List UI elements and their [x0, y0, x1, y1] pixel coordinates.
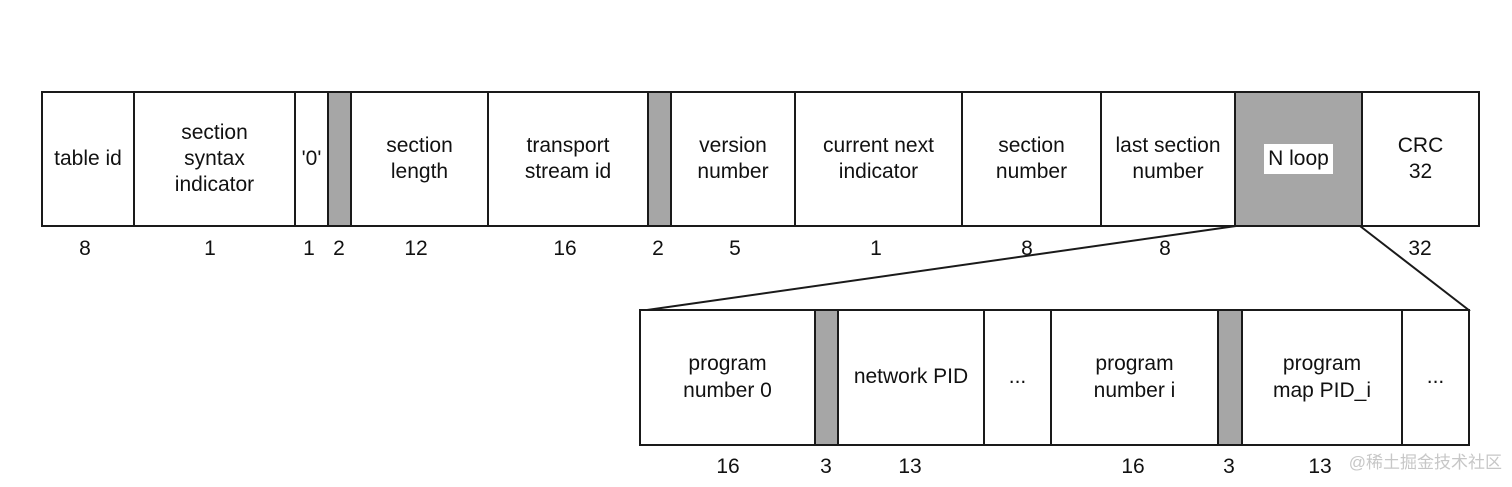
top-crc-32-label: CRC 32 [1397, 133, 1444, 183]
connector-left-line [639, 225, 1237, 312]
top-0-bit-count: 1 [303, 237, 315, 260]
top-section-length-label: section length [386, 133, 453, 183]
loop-program-number-i: program number i [1050, 309, 1219, 446]
top-table-id-bit-count: 8 [79, 237, 91, 260]
loop-reserved-field [1217, 309, 1243, 446]
loop-program-number-i-label: program number i [1093, 352, 1176, 402]
top-crc-32-bit-count: 32 [1408, 237, 1432, 260]
top-0-label: '0' [301, 146, 322, 170]
top-transport-stream-id-label: transport stream id [524, 133, 612, 183]
loop-program-number-0: program number 0 [639, 309, 816, 446]
top-current-next-indicator: current next indicator [794, 91, 963, 227]
loop-field-7-label: ... [1426, 365, 1445, 389]
top-section-number-label: section number [995, 133, 1068, 183]
top-last-section-number: last section number [1100, 91, 1236, 227]
connector-right-line [1359, 225, 1471, 312]
watermark-text: @稀土掘金技术社区 [1348, 453, 1502, 472]
top-reserved-field-bit-count: 2 [652, 237, 664, 260]
top-table-id-label: table id [54, 146, 122, 170]
top-reserved-field [327, 91, 352, 227]
top-transport-stream-id-bit-count: 16 [553, 237, 577, 260]
top-transport-stream-id: transport stream id [487, 91, 649, 227]
loop-program-map-pid-i-label: program map PID_i [1272, 352, 1372, 402]
top-section-number-bit-count: 8 [1021, 237, 1033, 260]
top-version-number: version number [670, 91, 796, 227]
loop-program-number-i-bit-count: 16 [1121, 455, 1145, 478]
top-crc-32: CRC 32 [1361, 91, 1480, 227]
top-section-syntax-indicator-bit-count: 1 [204, 237, 216, 260]
top-n-loop: N loop [1234, 91, 1363, 227]
loop-field-3: ... [983, 309, 1052, 446]
loop-reserved-field-bit-count: 3 [1223, 455, 1235, 478]
top-reserved-field [647, 91, 672, 227]
loop-field-3-label: ... [1008, 365, 1027, 389]
top-section-length: section length [350, 91, 489, 227]
top-version-number-label: version number [697, 133, 769, 183]
loop-program-number-0-label: program number 0 [683, 352, 772, 402]
loop-reserved-field [814, 309, 839, 446]
loop-network-pid-label: network PID [853, 365, 969, 389]
top-n-loop-label: N loop [1264, 143, 1333, 175]
top-section-length-bit-count: 12 [404, 237, 428, 260]
loop-network-pid-bit-count: 13 [898, 455, 922, 478]
loop-program-number-0-bit-count: 16 [716, 455, 740, 478]
top-last-section-number-label: last section number [1115, 133, 1221, 183]
top-section-syntax-indicator: section syntax indicator [133, 91, 296, 227]
top-reserved-field-bit-count: 2 [333, 237, 345, 260]
top-0: '0' [294, 91, 329, 227]
loop-field-7: ... [1401, 309, 1470, 446]
top-version-number-bit-count: 5 [729, 237, 741, 260]
top-current-next-indicator-bit-count: 1 [870, 237, 882, 260]
top-section-number: section number [961, 91, 1102, 227]
loop-reserved-field-bit-count: 3 [820, 455, 832, 478]
top-current-next-indicator-label: current next indicator [823, 133, 934, 183]
top-last-section-number-bit-count: 8 [1159, 237, 1171, 260]
loop-program-map-pid-i-bit-count: 13 [1308, 455, 1332, 478]
top-section-syntax-indicator-label: section syntax indicator [174, 120, 255, 197]
loop-network-pid: network PID [837, 309, 985, 446]
top-table-id: table id [41, 91, 135, 227]
loop-program-map-pid-i: program map PID_i [1241, 309, 1403, 446]
